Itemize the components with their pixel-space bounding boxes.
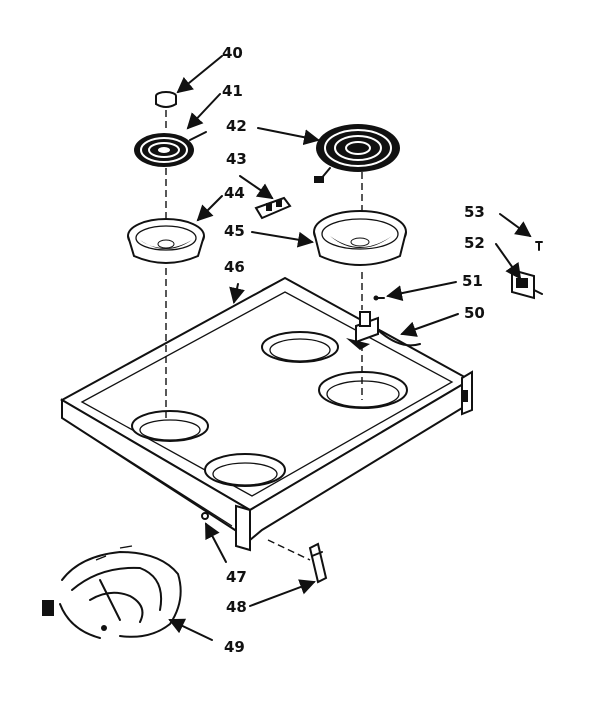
wire-harness-49 [42,545,182,639]
callout-49: 49 [224,638,245,656]
callout-47: 47 [226,568,247,586]
receptacle-bracket [346,311,421,350]
callout-41: 41 [222,82,243,100]
screw-53 [535,241,543,251]
callout-40: 40 [222,44,243,62]
knob-part [155,91,177,108]
leader-lines [168,55,532,641]
callout-51: 51 [462,272,483,290]
callout-43: 43 [226,150,247,168]
callout-44: 44 [224,184,245,202]
small-drip-pan [127,218,205,264]
clip-47 [201,512,209,520]
large-surface-element [314,124,400,183]
callout-42: 42 [226,117,247,135]
terminal-block [254,196,292,220]
support-bracket-48 [267,539,328,584]
callout-50: 50 [464,304,485,322]
burner-openings [131,331,408,487]
alignment-lines [165,110,363,420]
callout-52: 52 [464,234,485,252]
callout-48: 48 [226,598,247,616]
large-drip-pan [313,210,407,266]
callout-46: 46 [224,258,245,276]
screw-51 [373,295,385,301]
small-surface-element [134,131,207,167]
callout-53: 53 [464,203,485,221]
callout-45: 45 [224,222,245,240]
cooktop-tray [59,276,474,552]
